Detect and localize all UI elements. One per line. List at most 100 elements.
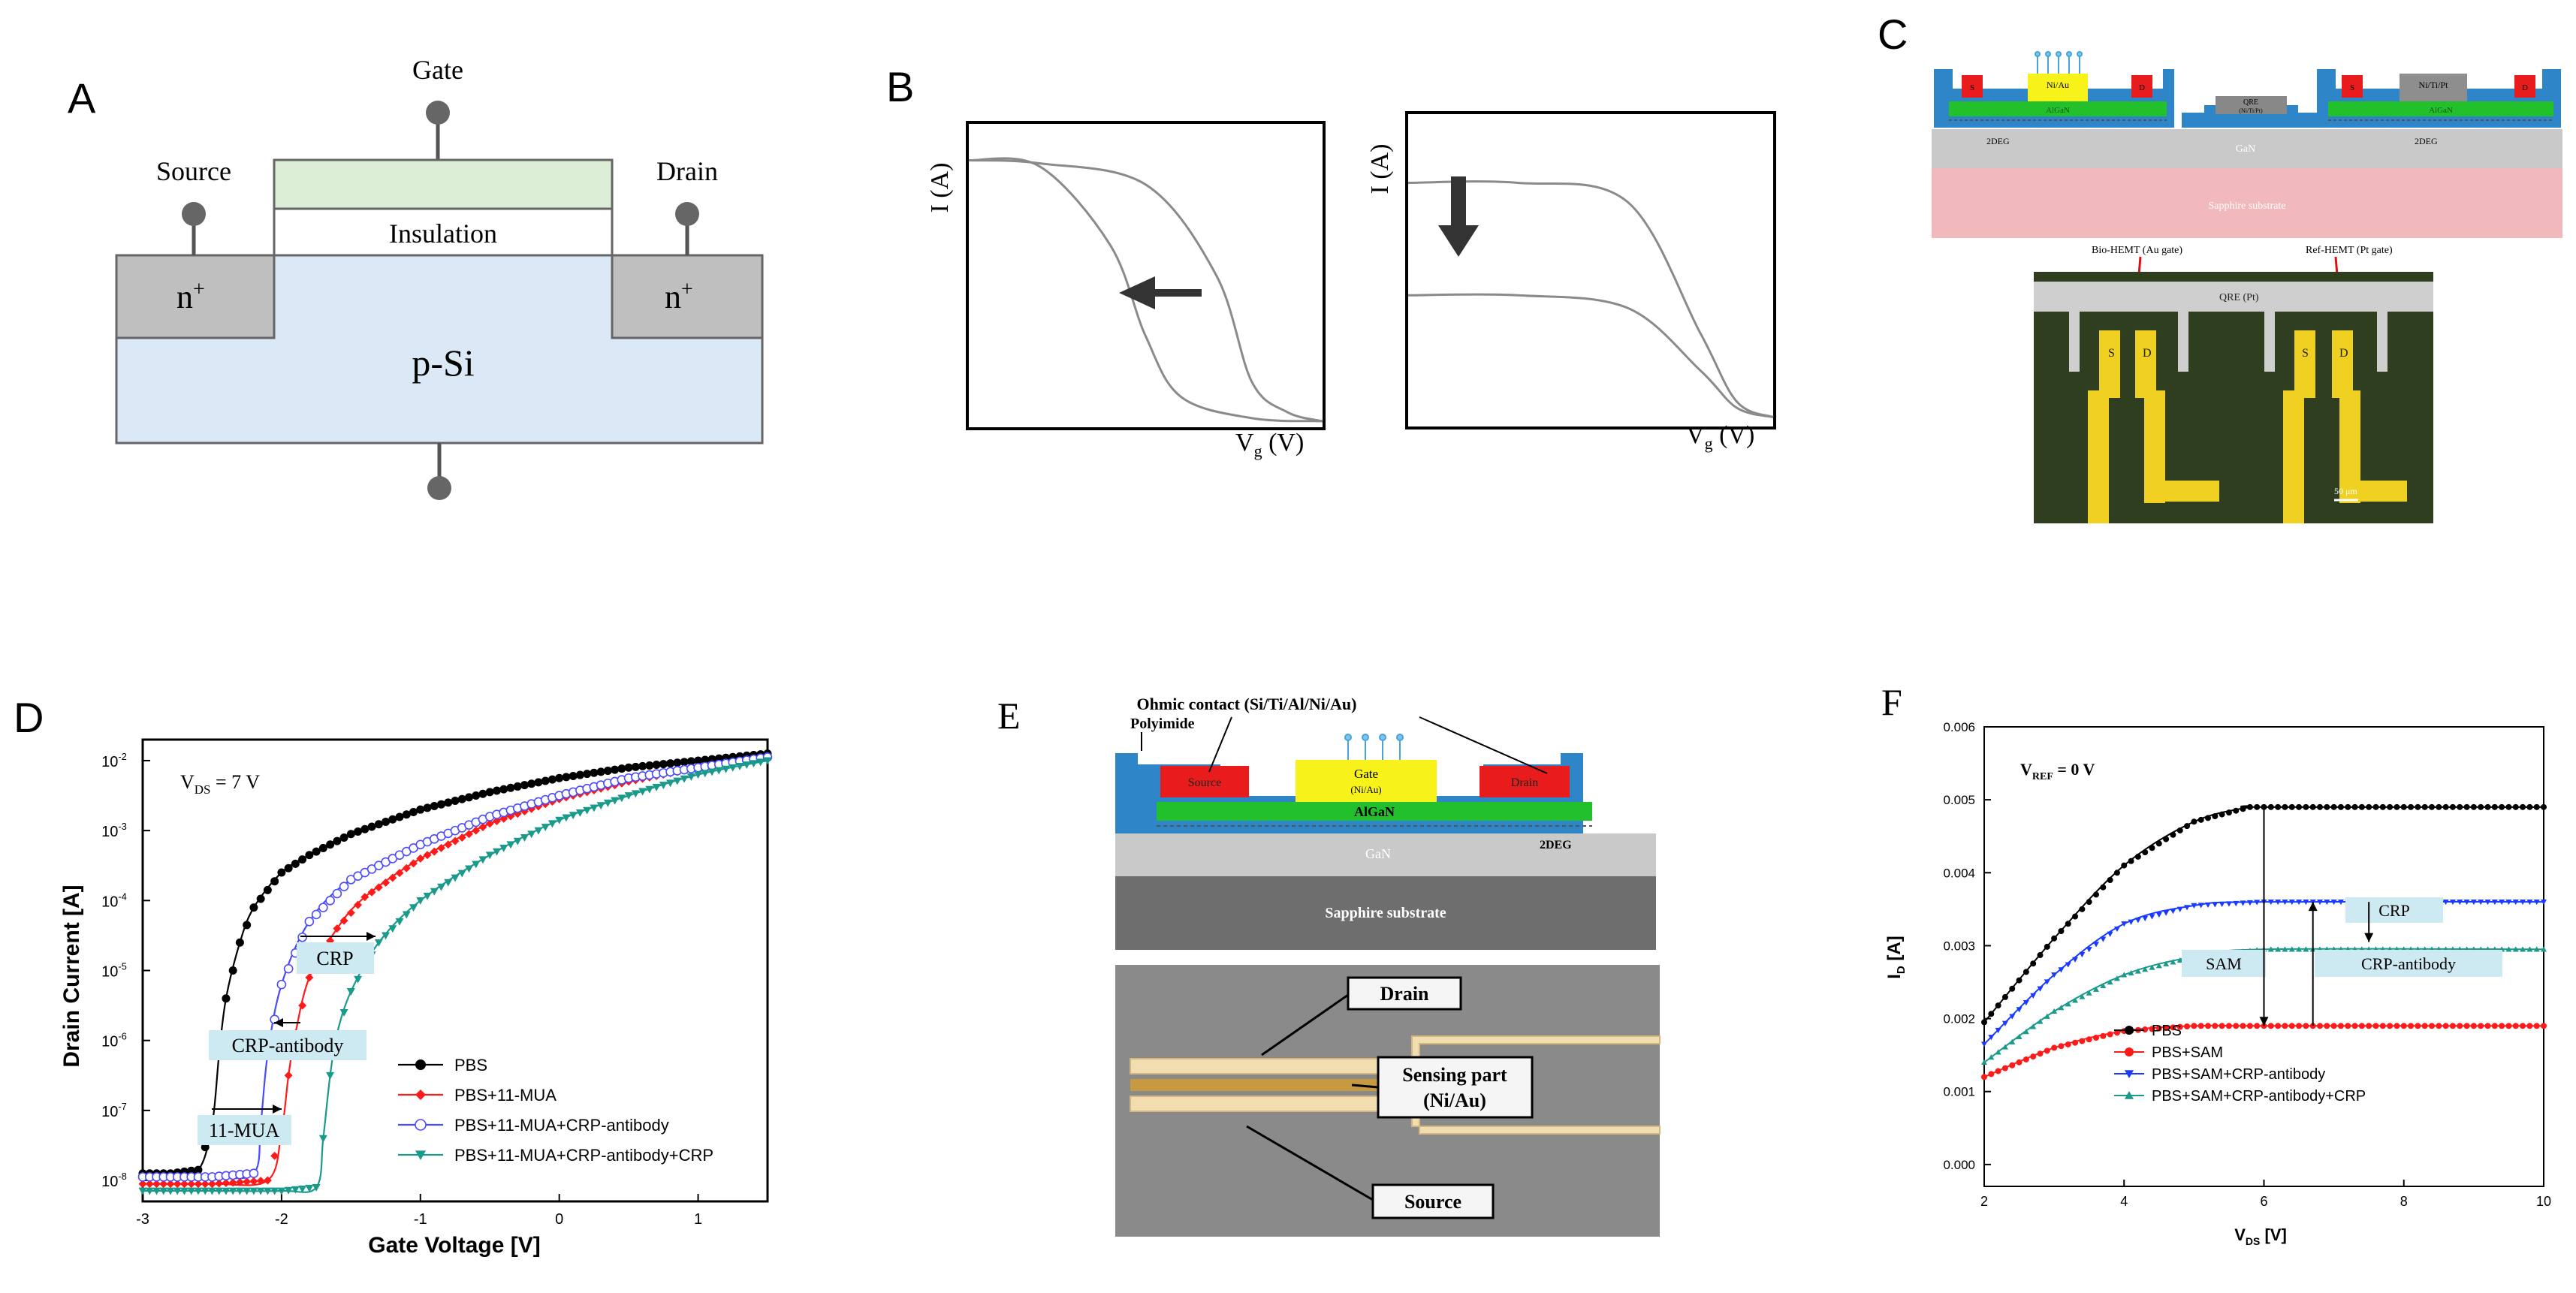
c-sapphire-layer [1932,167,2562,238]
plot-f-data-point [2128,969,2134,976]
plot-f-crp-arrow-head [2364,933,2374,942]
plot-d-data-point [652,761,661,770]
plot-f-data-point [2142,849,2149,856]
plot-f-data-point [2065,1041,2071,1047]
c-sapphire-label: Sapphire substrate [2208,200,2285,212]
plot-b-left-ylabel: I (A) [926,162,954,212]
plot-f-data-point [2491,1023,2498,1029]
plot-f-data-point [2246,900,2253,906]
plot-d-data-point [444,879,453,887]
plot-d-data-point [541,824,550,831]
plot-f-data-point [2001,1020,2008,1026]
plot-d-xtick-label: -3 [136,1211,149,1228]
plot-d-data-point [575,809,584,817]
plot-f-data-point [2240,806,2246,812]
plot-d-data-point [472,860,481,869]
plot-d-data-point [263,885,272,894]
plot-d-data-point [659,782,668,790]
plot-f-data-point [2149,964,2155,970]
plot-d-data-point [305,851,314,860]
plot-f-data-point [2128,919,2134,925]
plot-f-legend-label: PBS+SAM+CRP-antibody+CRP [2152,1088,2366,1105]
plot-d-data-point [325,896,335,906]
plot-d-data-point [707,768,716,776]
plot-d-data-point [430,847,439,856]
plot-d-data-point [492,848,501,856]
c-left-s-label: S [1970,83,1974,92]
plot-d-data-point [603,766,612,775]
c-ni-ti-pt-label: Ni/Ti/Pt [2419,80,2449,90]
plot-d-data-point [138,1187,147,1195]
plot-f-sam-box [2182,950,2266,977]
plot-d-data-point [562,773,571,782]
plot-f-data-point [2400,1023,2407,1029]
e-antibody-icons [1344,734,1404,760]
plot-d-data-point [249,1168,259,1179]
c-s-label-right: S [2302,347,2309,360]
c-qre-fingers [2069,312,2387,372]
plot-f-data-point [2037,1050,2044,1057]
plot-d-data-point [159,1187,168,1195]
plot-f-data-point [2058,1005,2065,1011]
plot-f-data-point [2526,1023,2533,1029]
c-ref-hemt-label: Ref-HEMT (Pt gate) [2306,245,2393,256]
plot-f-data-point [2113,926,2120,933]
plot-d-data-point [318,903,328,912]
plot-d-data-point [388,815,397,824]
plot-d-data-point [694,771,703,779]
plot-d-data-point [645,761,654,770]
c-s-label-left: S [2108,347,2115,360]
plot-d-data-point [541,776,550,785]
plot-f-data-point [2121,862,2128,869]
plot-f-data-point [2107,979,2113,985]
e-ohmic-pointer-right [1419,716,1548,774]
plot-f-data-point [2079,1038,2086,1044]
plot-f-data-point [2337,803,2344,810]
plot-f-data-point [2134,968,2141,974]
plot-d-crp-box [297,942,374,974]
plot-d-data-point [339,916,348,925]
plot-d-data-point [742,761,751,770]
c-qre-sub-label: (Ni/Ti/Pt) [2239,107,2263,114]
plot-f-data-point [2366,1023,2372,1029]
plot-d-data-point [437,883,446,891]
plot-f-data-point [2505,946,2512,952]
plot-f-data-point [2394,803,2400,810]
plot-d-data-point [430,888,439,896]
plot-d-data-point [201,1187,210,1195]
plot-f-data-point [2484,803,2491,810]
plot-f-data-point [2421,1023,2428,1029]
plot-d-ytick-label: 10-5 [101,961,127,981]
plot-d-data-point [346,830,355,839]
plot-d-data-point [284,864,293,873]
plot-f-data-point [2113,1029,2120,1036]
plot-f-data-point [2372,803,2379,810]
plot-d-data-point [451,836,460,845]
plot-d-data-point [416,897,425,905]
plot-f-data-point [2429,803,2435,810]
plot-d-data-point [311,909,321,920]
plot-d-data-point [354,827,363,836]
plot-f-data-point [2505,803,2512,810]
c-right-algan-label: AlGaN [2429,106,2453,115]
panel-a: A Gate Insulation n+ n+ p-Si Source Drai… [68,55,764,500]
plot-f-legend-marker [2125,1026,2134,1035]
plot-b-right-curve-2 [1407,293,1774,418]
e-sapphire-layer [1115,875,1656,950]
plot-f-data-point [2470,803,2477,810]
plot-f-data-point [2037,986,2044,992]
plot-d-data-point [145,1187,154,1195]
plot-f-data-point [2134,918,2141,924]
plot-f-data-point [2030,1023,2037,1029]
plot-f-data-point [2044,1013,2050,1019]
plot-f-xtick-label: 6 [2260,1194,2267,1209]
plot-f-data-point [2016,1059,2022,1065]
plot-f-data-point [2421,803,2428,810]
plot-d-data-point [423,892,432,900]
plot-f-data-point [2408,1023,2415,1029]
plot-d-data-point [617,794,626,803]
plot-f-data-point [2170,1024,2176,1031]
plot-f-data-point [2533,946,2540,952]
plot-f-data-point [2324,803,2330,810]
plot-d-data-point [243,921,252,930]
